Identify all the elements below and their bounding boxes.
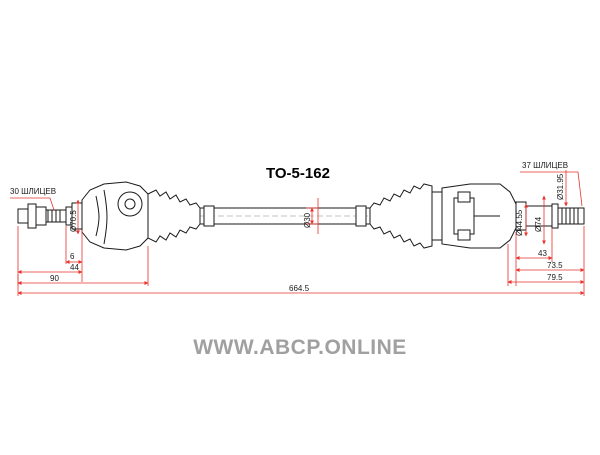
len-left-44: 44 [70,263,79,272]
len-right-43: 43 [538,249,547,258]
len-right-79-5: 79.5 [547,273,563,282]
len-total: 664.5 [289,284,310,293]
len-right-73-5: 73.5 [547,261,563,270]
outer-boot [147,189,201,243]
len-left-6: 6 [70,252,75,261]
left-spline-label: 30 ШЛИЦЕВ [10,187,56,196]
outer-cv-housing [81,181,149,251]
inner-stub-diameter: Ø31.95 [556,173,565,200]
inner-joint-diameter: Ø44.55 [515,209,524,236]
right-spline-leader [520,171,583,207]
outer-boot-clamp [203,205,215,227]
left-spline-leader [10,197,55,211]
inner-tripod [453,197,475,235]
part-number: TO-5-162 [266,165,330,182]
inner-boot-clamp [355,205,367,227]
outer-joint-diameter: Ø70.5 [69,210,78,232]
inner-boot [369,183,433,249]
right-spline-label: 37 ШЛИЦЕВ [522,161,568,170]
shaft-diameter: Ø30 [303,212,312,228]
len-left-90: 90 [50,274,59,283]
inner-boot-clamp-large [431,191,443,241]
website-watermark: WWW.ABCP.ONLINE [193,336,407,359]
inner-housing-diameter: Ø74 [534,216,543,232]
dimension-lines [10,170,585,296]
shaft-body [17,181,585,251]
